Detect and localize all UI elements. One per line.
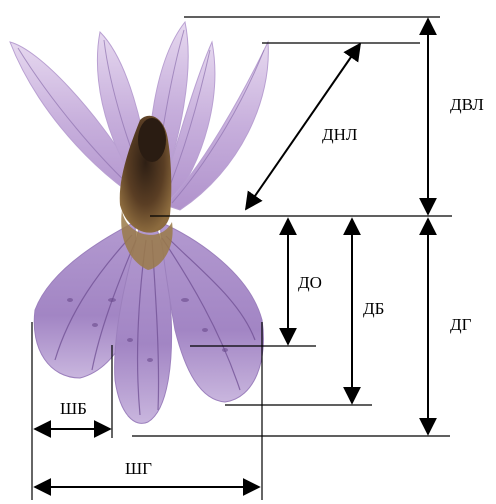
label-shg: ШГ xyxy=(125,459,152,478)
label-do: ДО xyxy=(298,273,322,292)
lower-petal-right xyxy=(160,222,263,402)
flower-image xyxy=(10,22,268,423)
label-shb: ШБ xyxy=(60,399,87,418)
label-db: ДБ xyxy=(363,299,384,318)
label-dvl: ДВЛ xyxy=(450,95,484,114)
label-dnl: ДНЛ xyxy=(322,125,358,144)
label-dg: ДГ xyxy=(450,315,472,334)
